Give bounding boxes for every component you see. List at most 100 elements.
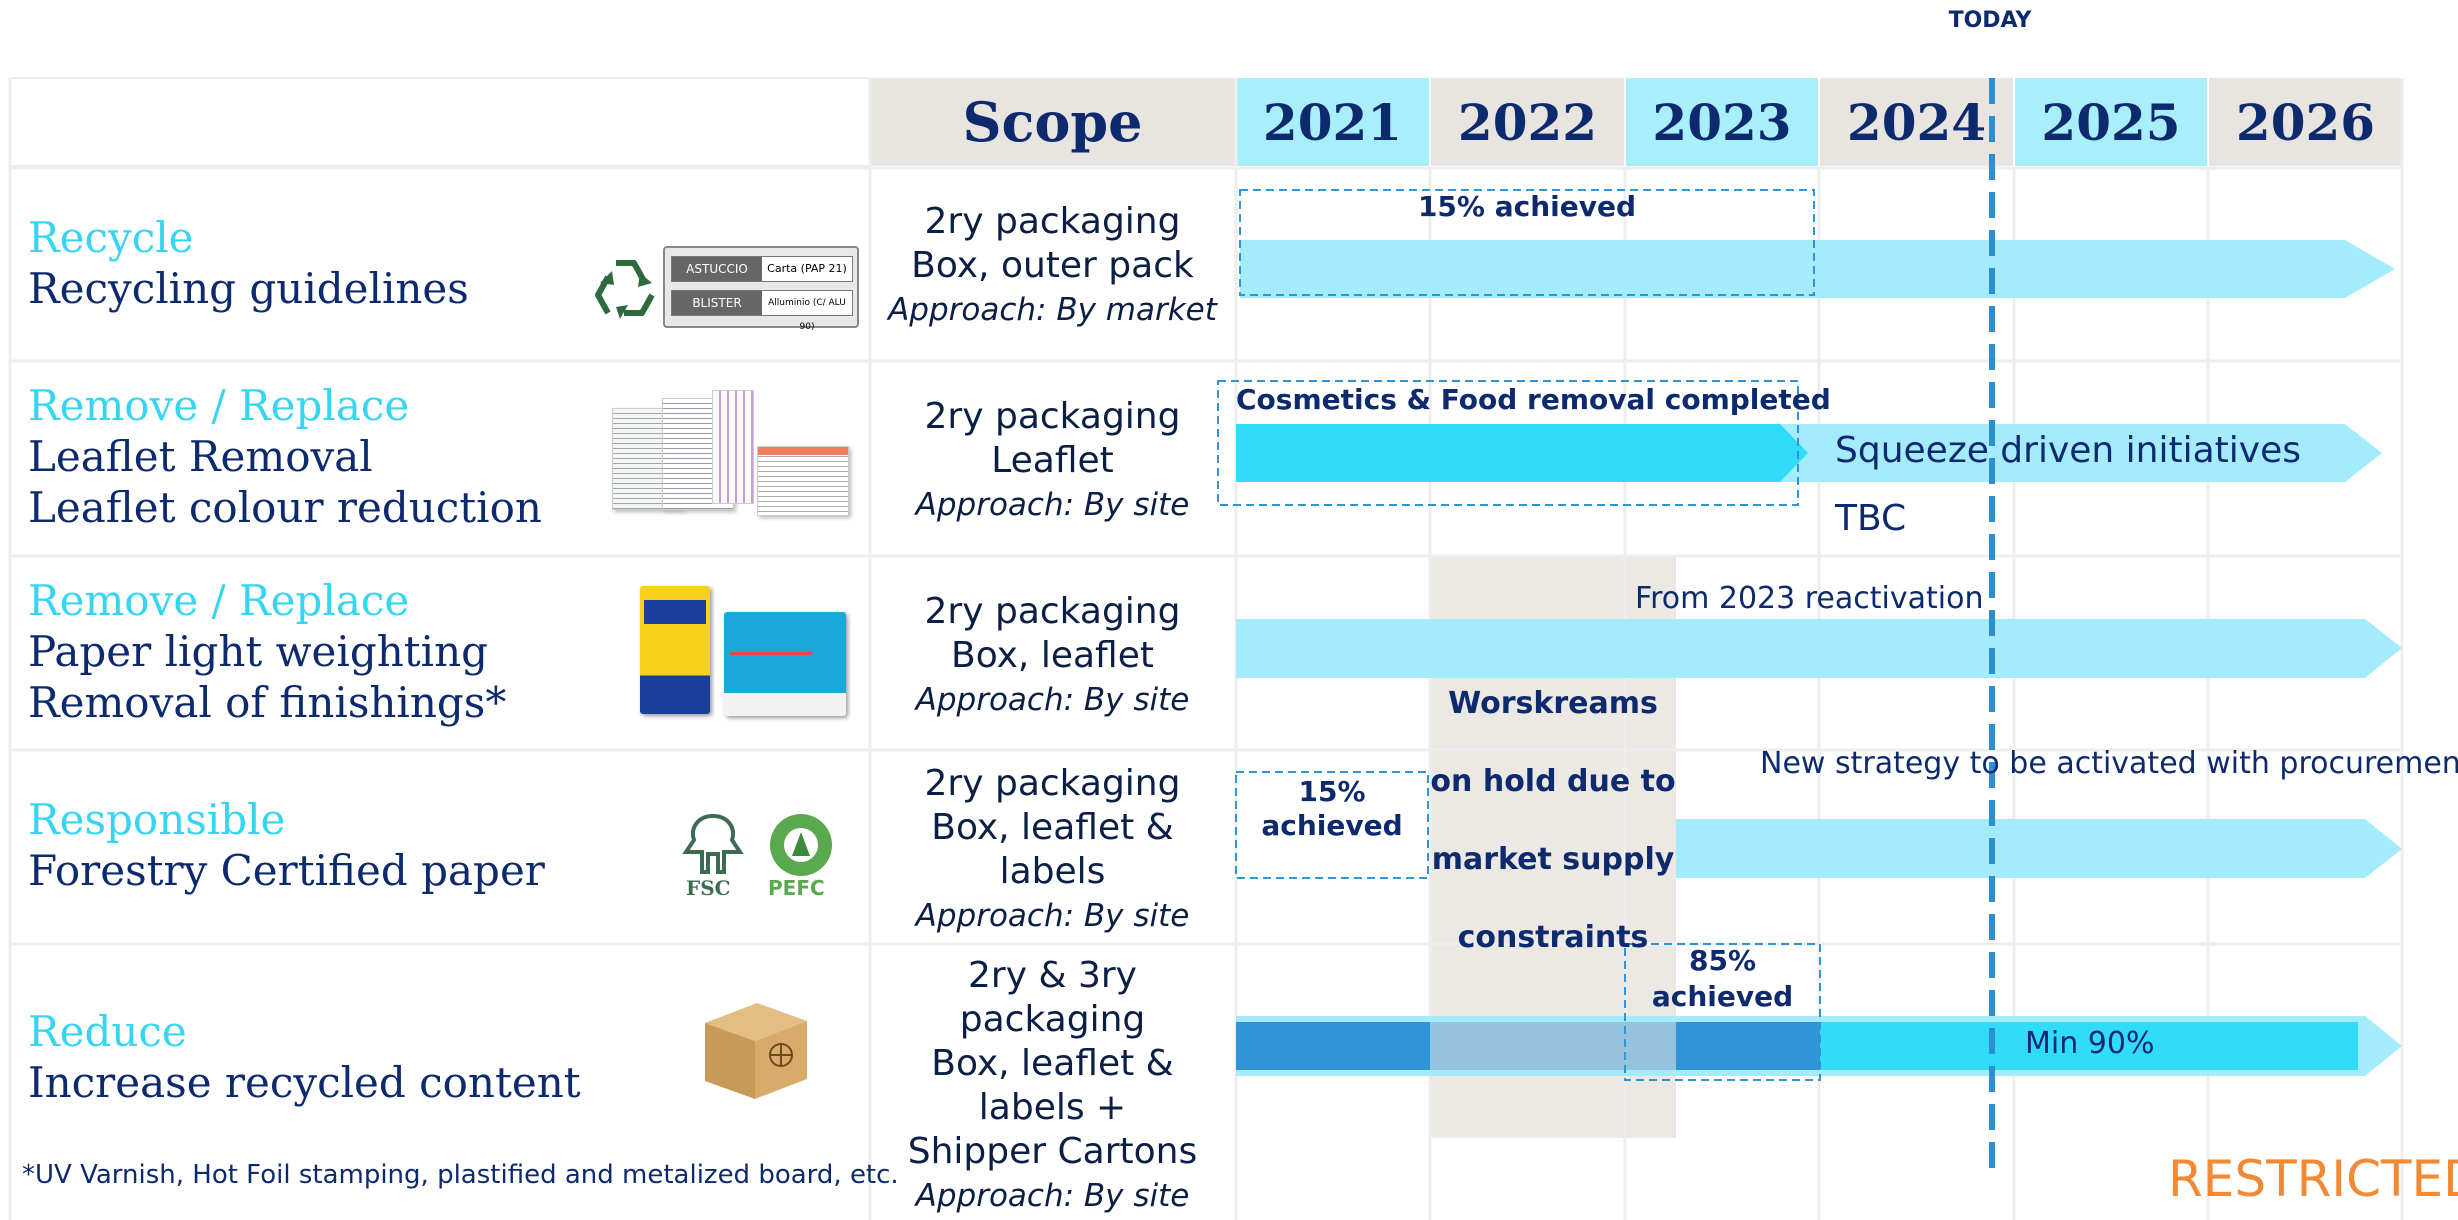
row4-achieved-box <box>1235 771 1429 879</box>
on-hold-line-3: market supply <box>1431 842 1675 877</box>
label-carta: Carta (PAP 21) <box>767 262 847 275</box>
on-hold-line-4: constraints <box>1457 920 1649 955</box>
row1-scope-line-1: 2ry packaging <box>924 201 1181 242</box>
row3-line-2: Removal of finishings* <box>28 678 507 727</box>
label-astuccio: ASTUCCIO <box>672 257 762 281</box>
year-2026: 2026 <box>2235 92 2376 152</box>
row1-theme: Recycle Recycling guidelines <box>28 212 469 314</box>
row4-arrow <box>1676 819 2402 878</box>
year-2025: 2025 <box>2041 92 2181 152</box>
row2-scope-line-1: 2ry packaging <box>924 396 1181 437</box>
recycle-label-icon: ASTUCCIO Carta (PAP 21) BLISTER Allumini… <box>663 246 859 332</box>
header-year-2024-cell <box>1820 78 2013 166</box>
header-year-2022-cell <box>1431 78 1624 166</box>
row4-scope-line-1: 2ry packaging <box>924 763 1181 804</box>
cardboard-box-icon <box>705 1003 807 1099</box>
on-hold-overlay <box>1430 1022 1676 1070</box>
header-blank-cell <box>9 77 871 167</box>
row5-scope-line-2: packaging <box>959 999 1146 1040</box>
row5-scope-line-4: labels + <box>978 1087 1127 1128</box>
row5-min-label: Min 90% <box>2025 1026 2155 1061</box>
row3-scope-line-2: Box, leaflet <box>951 635 1154 676</box>
row4-scope-line-2: Box, leaflet & <box>931 807 1174 848</box>
on-hold-line-2: on hold due to <box>1430 764 1676 799</box>
pefc-text: PEFC <box>768 876 825 900</box>
header-year-2025-cell <box>2015 78 2207 166</box>
row4-scope-line-3: labels <box>999 851 1106 892</box>
row5-achieved-label: 85% achieved <box>1625 943 1820 1015</box>
today-label: TODAY <box>1948 8 2032 33</box>
row2-theme: Remove / Replace Leaflet Removal Leaflet… <box>28 380 542 533</box>
on-hold-text: Worskreams on hold due to market supply … <box>1430 665 1676 977</box>
row3-arrow <box>1236 619 2402 678</box>
row2-category: Remove / Replace <box>28 381 410 430</box>
leaflet-icon <box>612 390 857 525</box>
header-year-2026-cell <box>2209 78 2402 166</box>
header-year-2023-cell <box>1626 78 1818 166</box>
row2-future-arrow <box>1780 424 2382 482</box>
row3-approach: Approach: By site <box>915 682 1190 718</box>
row1-scope: 2ry packaging Box, outer pack Approach: … <box>870 200 1235 332</box>
row1-achieved-box <box>1239 189 1815 296</box>
restricted-label: RESTRICTED <box>2168 1150 2458 1208</box>
row5-theme: Reduce Increase recycled content <box>28 1006 581 1108</box>
year-2023: 2023 <box>1652 92 1792 152</box>
year-2024: 2024 <box>1846 92 1987 152</box>
row5-approach: Approach: By site <box>915 1178 1190 1214</box>
row5-line-1: Increase recycled content <box>28 1058 581 1107</box>
row4-new-strategy-label: New strategy to be activated with procur… <box>1760 746 2458 781</box>
row1-category: Recycle <box>28 213 194 262</box>
row2-line-1: Leaflet Removal <box>28 432 373 481</box>
row2-scope-line-2: Leaflet <box>991 440 1114 481</box>
row5-scope-line-5: Shipper Cartons <box>907 1131 1198 1172</box>
row1-approach: Approach: By market <box>888 292 1217 328</box>
row5-scope: 2ry & 3ry packaging Box, leaflet & label… <box>870 954 1235 1218</box>
row5-scope-line-1: 2ry & 3ry <box>968 955 1137 996</box>
row2-line-2: Leaflet colour reduction <box>28 483 542 532</box>
row2-completed-box <box>1217 380 1799 506</box>
row2-scope: 2ry packaging Leaflet Approach: By site <box>870 395 1235 527</box>
fsc-tree-icon <box>682 813 744 874</box>
row3-theme: Remove / Replace Paper light weighting R… <box>28 575 506 728</box>
row5-scope-line-3: Box, leaflet & <box>931 1043 1174 1084</box>
row5-achieved-word: achieved <box>1651 980 1794 1013</box>
scope-header: Scope <box>962 90 1143 154</box>
label-blister: BLISTER <box>672 291 762 315</box>
row3-scope-line-1: 2ry packaging <box>924 591 1181 632</box>
row4-achieved-word: achieved <box>1261 809 1403 842</box>
row1-scope-line-2: Box, outer pack <box>911 245 1194 286</box>
fsc-text: FSC <box>686 876 731 900</box>
row3-line-1: Paper light weighting <box>28 627 489 676</box>
header-scope-cell <box>870 78 1235 166</box>
on-hold-line-1: Worskreams <box>1448 686 1658 721</box>
row2-completed-label: Cosmetics & Food removal completed <box>1236 383 1831 416</box>
row2-approach: Approach: By site <box>915 487 1190 523</box>
row5-category: Reduce <box>28 1007 187 1056</box>
row3-scope: 2ry packaging Box, leaflet Approach: By … <box>870 590 1235 722</box>
pefc-circle-icon <box>770 814 832 876</box>
row4-approach: Approach: By site <box>915 898 1190 934</box>
footnote: *UV Varnish, Hot Foil stamping, plastifi… <box>22 1160 899 1190</box>
row4-achieved-pct: 15% <box>1298 775 1366 808</box>
fsc-pefc-icon: FSC PEFC <box>678 810 843 902</box>
row2-squeeze-label: Squeeze driven initiatives <box>1835 430 2301 471</box>
row3-reactivation-label: From 2023 reactivation <box>1635 581 1984 616</box>
row4-category: Responsible <box>28 795 286 844</box>
row4-line-1: Forestry Certified paper <box>28 846 545 895</box>
row4-achieved-label: 15% achieved <box>1236 775 1428 843</box>
row1-line-1: Recycling guidelines <box>28 264 469 313</box>
year-2022: 2022 <box>1457 92 1598 152</box>
row1-achieved-label: 15% achieved <box>1417 190 1637 223</box>
row5-target-bar <box>1820 1022 2358 1070</box>
recycle-icon <box>595 260 655 319</box>
product-boxes-icon <box>640 586 850 720</box>
row4-theme: Responsible Forestry Certified paper <box>28 794 545 896</box>
header-year-2021-cell <box>1236 78 1429 166</box>
row4-scope: 2ry packaging Box, leaflet & labels Appr… <box>870 762 1235 938</box>
row3-category: Remove / Replace <box>28 576 410 625</box>
row5-achieved-pct: 85% <box>1688 944 1757 977</box>
label-alluminio: Alluminio (C/ ALU 90) <box>768 298 846 332</box>
year-2021: 2021 <box>1262 92 1403 152</box>
row2-completed-arrow <box>1236 424 1808 482</box>
